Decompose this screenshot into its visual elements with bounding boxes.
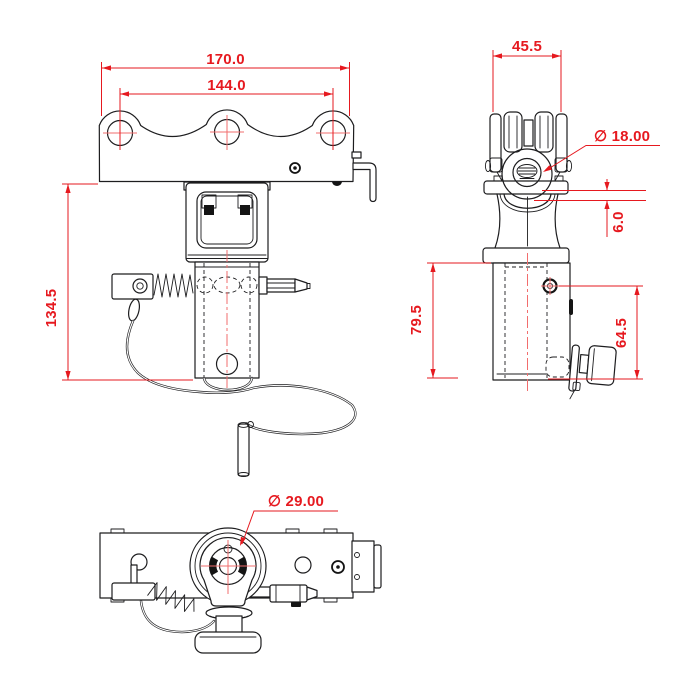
spring-coil <box>153 273 194 298</box>
bottom-lanyard <box>139 599 216 634</box>
safety-pin <box>237 421 254 477</box>
saddle-ring <box>501 148 553 200</box>
side-body <box>492 253 573 392</box>
dim-side-knob-height: 64.5 <box>548 285 643 380</box>
front-clamp-bracket <box>183 181 271 263</box>
dim-front-roller-spacing: 144.0 <box>119 77 334 150</box>
dim-text-saddle-offset: 6.0 <box>610 211 627 232</box>
side-screw-hole <box>541 277 559 295</box>
dim-front-overall-width: 170.0 <box>101 51 350 116</box>
dim-text-overall-width: 170.0 <box>206 51 245 68</box>
bottom-pin-tip <box>246 584 318 607</box>
shackle <box>128 298 140 322</box>
dim-text-overall-height: 134.5 <box>43 289 60 328</box>
bottom-knob <box>194 606 262 654</box>
dim-side-roller-width: 45.5 <box>492 38 562 112</box>
front-tube <box>194 250 260 392</box>
plate-screw <box>289 162 301 174</box>
dim-bottom-boss: ∅ 29.00 <box>240 493 338 546</box>
plate-lug <box>332 181 342 186</box>
front-latch-rod <box>351 151 377 203</box>
front-lanyard <box>125 319 357 477</box>
front-spring-pin <box>111 273 311 322</box>
side-knob <box>568 344 617 400</box>
dim-front-overall-height: 134.5 <box>43 183 193 381</box>
bottom-screw <box>331 560 345 574</box>
pin-tip <box>258 276 311 295</box>
dim-side-bore: ∅ 18.00 <box>543 128 660 172</box>
dim-side-saddle-offset: 6.0 <box>534 179 646 237</box>
clamp-jaw-left <box>201 194 217 215</box>
side-neck <box>482 193 570 264</box>
front-roller-plate <box>98 109 355 186</box>
dim-text-body-height: 79.5 <box>408 305 425 335</box>
bottom-spring-pin <box>111 564 318 612</box>
dim-text-boss-diameter: ∅ 29.00 <box>268 493 324 510</box>
front-view: 170.0 144.0 134.5 <box>43 51 377 477</box>
dim-text-roller-width: 45.5 <box>512 38 542 55</box>
bottom-hole-right <box>294 556 312 574</box>
side-roller-right <box>534 111 554 153</box>
side-clevis <box>484 111 573 191</box>
bore-18mm <box>512 157 542 188</box>
bottom-end-block <box>351 540 382 593</box>
tube-hole <box>215 352 239 376</box>
bottom-hole-left <box>130 553 148 571</box>
clamp-jaw-right <box>237 194 253 215</box>
dim-text-roller-spacing: 144.0 <box>207 77 246 94</box>
dim-text-bore-diameter: ∅ 18.00 <box>594 128 650 145</box>
bottom-boss <box>189 527 267 607</box>
dim-text-knob-height: 64.5 <box>613 318 630 348</box>
side-view: 45.5 ∅ 18.00 6.0 79.5 64.5 <box>408 38 660 400</box>
dim-side-body-height: 79.5 <box>408 262 491 379</box>
side-roller-left <box>503 111 523 153</box>
bottom-view: ∅ 29.00 <box>99 493 382 654</box>
